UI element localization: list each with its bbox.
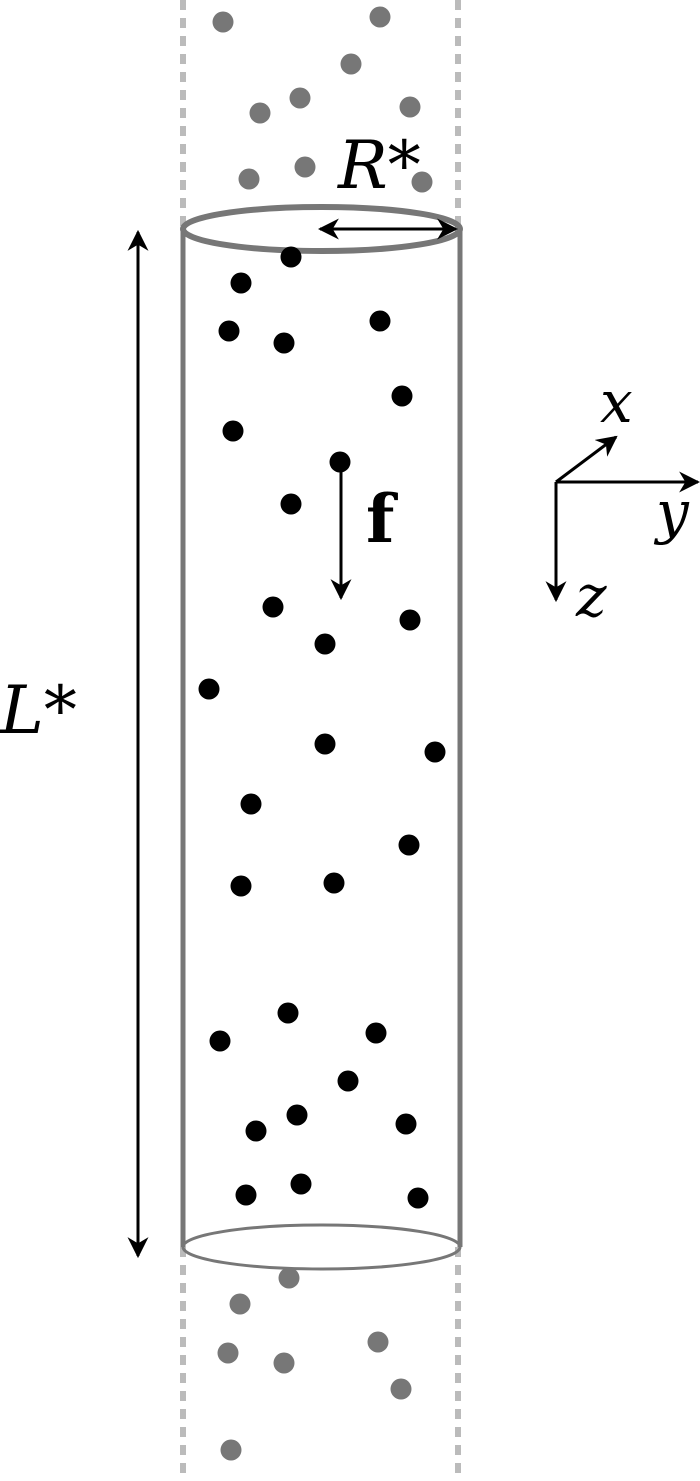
x-axis-label: x <box>600 368 633 436</box>
y-axis-label: y <box>653 478 690 546</box>
periodic-boundary-lines <box>180 0 461 1481</box>
periodic-image-particle <box>367 1331 389 1353</box>
particle <box>245 1120 267 1142</box>
cylinder-bottom-ellipse <box>181 1223 462 1271</box>
periodic-image-particle <box>212 11 234 33</box>
radius-label: R* <box>337 127 421 204</box>
periodic-image-particle <box>340 53 362 75</box>
axes <box>545 435 700 603</box>
particle <box>323 872 345 894</box>
particle <box>329 451 351 473</box>
particle <box>395 1113 417 1135</box>
periodic-image-particle <box>390 1378 412 1400</box>
length-label: L* <box>0 672 77 749</box>
particle <box>230 272 252 294</box>
periodic-image-particle <box>249 102 271 124</box>
particle <box>365 1022 387 1044</box>
periodic-image-particle <box>273 1352 295 1374</box>
periodic-image-particle <box>229 1293 251 1315</box>
periodic-image-particle <box>399 96 421 118</box>
periodic-image-particle <box>411 171 433 193</box>
particle <box>262 596 284 618</box>
periodic-image-particle <box>278 1267 300 1289</box>
particle <box>314 733 336 755</box>
particle <box>230 875 252 897</box>
particle <box>198 678 220 700</box>
particle <box>286 1104 308 1126</box>
periodic-image-particle <box>220 1439 242 1461</box>
z-axis-label: z <box>575 562 607 630</box>
periodic-image-particle <box>294 156 316 178</box>
particle <box>424 741 446 763</box>
particle <box>235 1184 257 1206</box>
periodic-image-particle <box>289 87 311 109</box>
particle <box>290 1173 312 1195</box>
particle <box>398 834 420 856</box>
particle <box>222 420 244 442</box>
cylinder-top-ellipse <box>180 204 463 254</box>
particle <box>209 1030 231 1052</box>
force-label: f <box>366 480 398 558</box>
periodic-image-particle <box>369 6 391 28</box>
inside-particles <box>198 246 446 1209</box>
particle <box>218 320 240 342</box>
periodic-image-particle <box>238 168 260 190</box>
particle <box>399 609 421 631</box>
particle <box>273 332 295 354</box>
particle <box>337 1070 359 1092</box>
periodic-image-particle <box>217 1342 239 1364</box>
particle <box>277 1002 299 1024</box>
particle <box>391 385 413 407</box>
particle <box>280 493 302 515</box>
particle <box>314 633 336 655</box>
particle <box>369 310 391 332</box>
particle <box>280 246 302 268</box>
particle <box>407 1187 429 1209</box>
outside-particles <box>212 6 433 1461</box>
cylinder <box>180 204 463 1271</box>
x-axis-arrow <box>555 435 618 484</box>
particle <box>240 793 262 815</box>
